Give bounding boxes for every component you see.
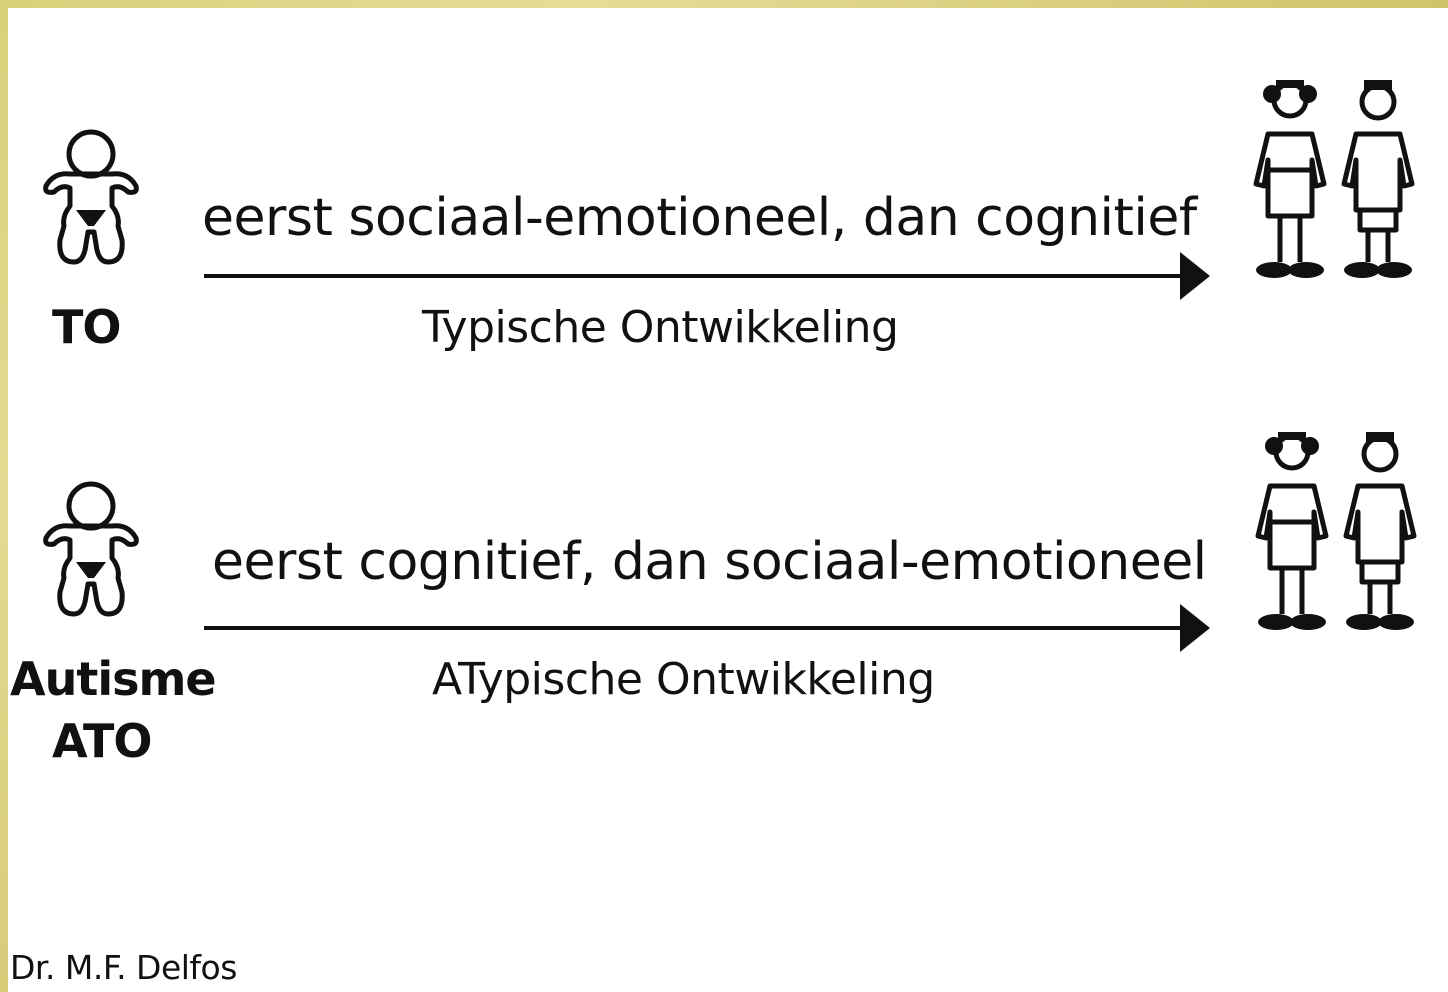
arrow-2 [204, 604, 1210, 652]
author-credit: Dr. M.F. Delfos [10, 948, 237, 987]
baby-icon [43, 129, 139, 265]
row-2-sub-text: ATypische Ontwikkeling [432, 654, 935, 705]
baby-icon [43, 481, 139, 617]
frame-left-border [0, 0, 8, 992]
row-2-label-line-2: ATO [52, 714, 153, 768]
row-2-arrow-text: eerst cognitief, dan sociaal-emotioneel [212, 532, 1207, 592]
children-icon [1253, 80, 1415, 278]
row-1-sub-text: Typische Ontwikkeling [422, 302, 899, 353]
row-1-arrow-text: eerst sociaal-emotioneel, dan cognitief [202, 188, 1197, 248]
frame-top-border [0, 0, 1448, 8]
row-2-label-line-1: Autisme [10, 652, 217, 706]
children-icon [1255, 432, 1417, 630]
row-1-label: TO [52, 300, 121, 354]
arrow-1 [204, 252, 1210, 300]
